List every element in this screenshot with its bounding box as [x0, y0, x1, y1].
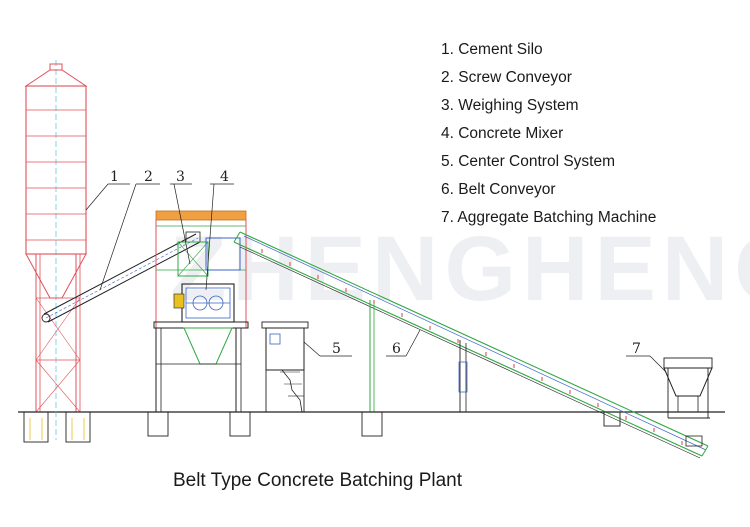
callout-3: 3: [176, 169, 185, 185]
callout-7: 7: [632, 341, 641, 357]
mixer-tower: [147, 210, 251, 437]
legend-item-screw-conveyor: 2. Screw Conveyor: [441, 69, 572, 86]
callouts: 1 2 3 4 5 6 7: [85, 169, 667, 373]
legend-item-concrete-mixer: 4. Concrete Mixer: [441, 125, 564, 142]
callout-2: 2: [144, 169, 153, 185]
watermark: ZHENGHENG: [170, 218, 750, 320]
water-hopper: [205, 237, 241, 271]
callout-4: 4: [220, 169, 229, 185]
legend-item-aggregate-batching-machine: 7. Aggregate Batching Machine: [441, 209, 657, 226]
screw-conveyor: [41, 231, 201, 323]
callout-6: 6: [392, 341, 401, 357]
control-room: [261, 321, 309, 413]
callout-1: 1: [110, 169, 119, 185]
aggregate-batcher: [663, 357, 713, 419]
legend-item-belt-conveyor: 6. Belt Conveyor: [441, 181, 556, 198]
belt-conveyor: [233, 231, 709, 459]
diagram-caption: Belt Type Concrete Batching Plant: [172, 470, 463, 491]
top-platform: [155, 210, 247, 221]
cement-silo: [23, 60, 91, 443]
legend-item-cement-silo: 1. Cement Silo: [441, 41, 543, 58]
component-legend: 1. Cement Silo 2. Screw Conveyor 3. Weig…: [441, 38, 656, 234]
mixer-floor: [153, 321, 249, 329]
callout-5: 5: [332, 341, 341, 357]
discharge-chute: [183, 327, 233, 365]
legend-item-weighing-system: 3. Weighing System: [441, 97, 579, 114]
legend-item-center-control-system: 5. Center Control System: [441, 153, 616, 170]
